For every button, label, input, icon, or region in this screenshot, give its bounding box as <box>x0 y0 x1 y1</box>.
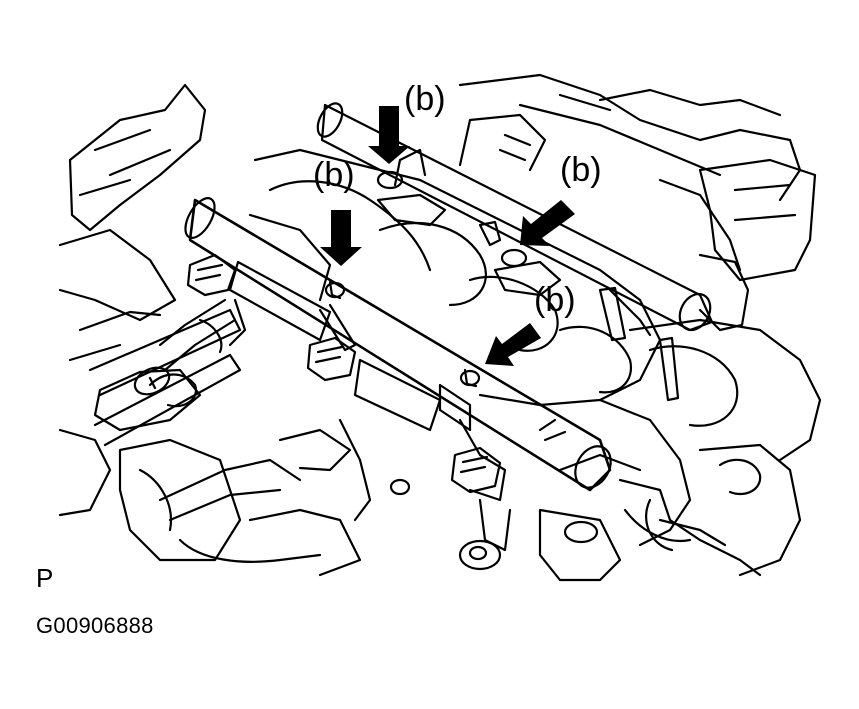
view-letter: P <box>36 563 54 593</box>
rear-fuel-rail <box>316 102 750 332</box>
callout-label-upper-right: (b) <box>560 151 602 189</box>
engine-background-right <box>458 73 822 582</box>
arrow-icon <box>320 210 362 266</box>
callout-label-lower-right: (b) <box>534 281 576 319</box>
callout-label-upper-left: (b) <box>313 156 355 194</box>
callout-label-top: (b) <box>404 80 446 118</box>
front-fuel-rail <box>184 197 612 502</box>
figure-code: G00906888 <box>36 613 154 638</box>
engine-background-left <box>58 83 362 577</box>
fuel-injector-connectors <box>186 253 512 571</box>
arrow-icon <box>520 200 575 246</box>
hoses-and-clamps <box>88 288 727 547</box>
intake-manifold <box>248 148 680 407</box>
arrow-icon <box>485 323 541 366</box>
arrow-icon <box>368 106 410 164</box>
